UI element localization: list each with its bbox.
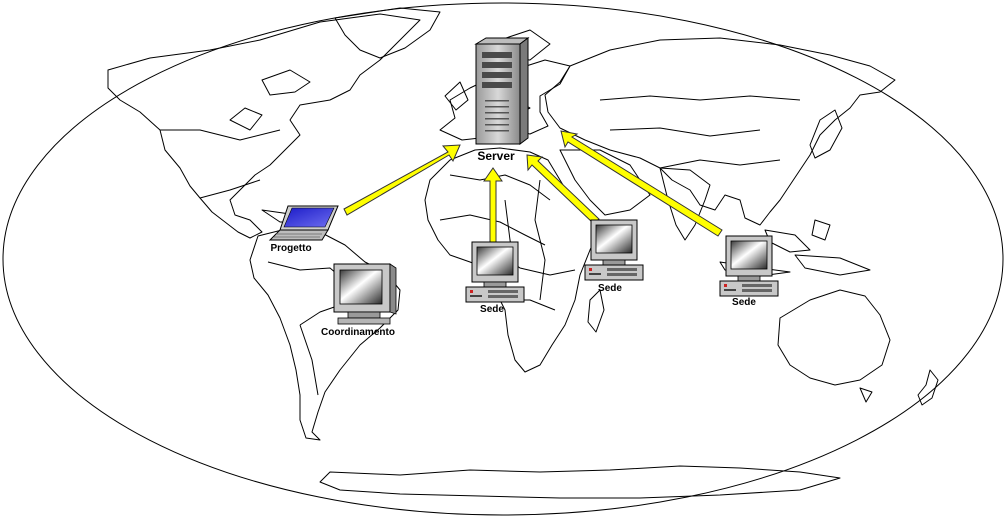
sede-asia-node[interactable]: Sede [719,235,779,308]
desktop-computer-icon [719,235,779,297]
connection-arrows [343,130,723,244]
desktop-computer-icon [584,219,644,281]
progetto-label: Progetto [270,243,311,254]
africa-outline [424,147,601,373]
crt-monitor-icon [333,263,397,325]
greenland-outline [334,7,441,59]
coordinamento-label: Coordinamento [321,327,395,338]
asia-outline [544,37,896,226]
arrow-sede-middle-east-to-server [526,154,600,224]
server-label: Server [477,149,515,163]
north-america-outline [107,13,421,239]
arrow-sede-africa-to-server [483,167,503,244]
sede-africa-node[interactable]: Sede [465,241,525,315]
progetto-node[interactable]: Progetto [268,205,339,254]
south-america-outline [249,227,401,441]
antarctica-outline [319,465,841,499]
server-node[interactable]: Server [474,37,530,163]
madagascar-outline [587,289,605,333]
sede-africa-label: Sede [480,304,504,315]
coordinamento-node[interactable]: Coordinamento [321,263,397,338]
desktop-computer-icon [465,241,525,303]
japan-outline [809,109,843,159]
arrow-progetto-to-server [343,144,461,216]
india-outline [659,167,711,241]
sede-asia-label: Sede [732,297,756,308]
sede-middle-east-label: Sede [598,283,622,294]
new-zealand-outline [917,369,939,406]
sede-middle-east-node[interactable]: Sede [584,219,644,294]
australia-outline [777,289,891,386]
arrow-sede-asia-to-server [560,130,723,237]
laptop-icon [268,205,339,241]
server-tower-icon [474,37,530,145]
